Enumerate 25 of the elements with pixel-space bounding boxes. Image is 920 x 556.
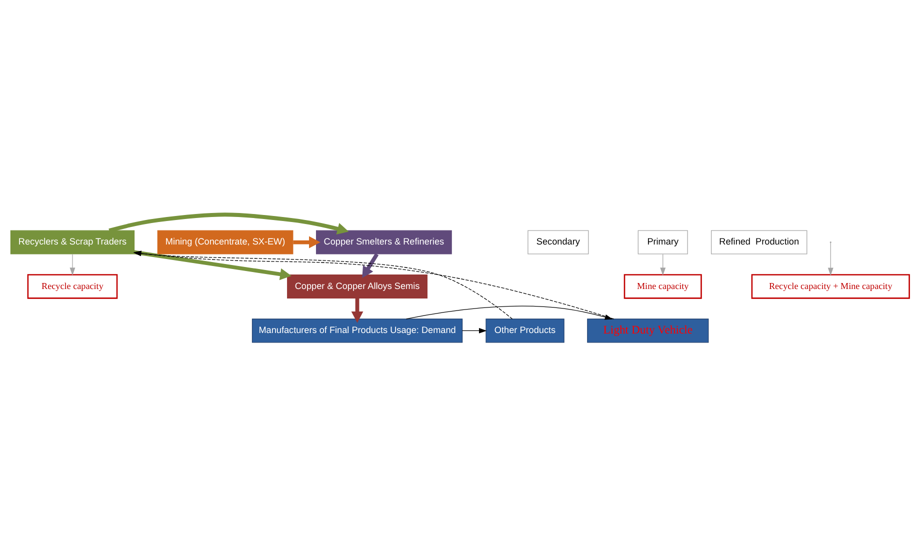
arrow [828, 242, 834, 276]
node-box: Manufacturers of Final Products Usage: Demand [252, 318, 463, 342]
arrow [660, 253, 666, 275]
arrow [406, 305, 613, 320]
arrow [351, 298, 364, 322]
node-box: Recycle capacity + Mine capacity [751, 274, 910, 298]
arrow [133, 250, 513, 319]
arrow [108, 212, 349, 234]
arrow [70, 253, 76, 275]
node-box: Other Products [486, 318, 564, 342]
node-box: Copper Smelters & Refineries [316, 230, 452, 254]
arrow [133, 250, 614, 319]
node-box: Light Duty Vehicle [587, 318, 709, 342]
arrow [293, 236, 320, 248]
arrow [462, 327, 487, 333]
node-box: Copper & Copper Alloys Semis [287, 274, 428, 298]
node-box: Refined Production [710, 230, 808, 254]
node-box: Primary [638, 230, 688, 254]
node-box: Recyclers & Scrap Traders [10, 230, 135, 254]
node-box: Secondary [528, 230, 589, 254]
node-box: Mine capacity [624, 274, 702, 298]
node-box: Mining (Concentrate, SX-EW) [157, 230, 294, 254]
arrow [362, 252, 379, 278]
arrow [134, 250, 292, 280]
node-box: Recycle capacity [27, 274, 118, 298]
